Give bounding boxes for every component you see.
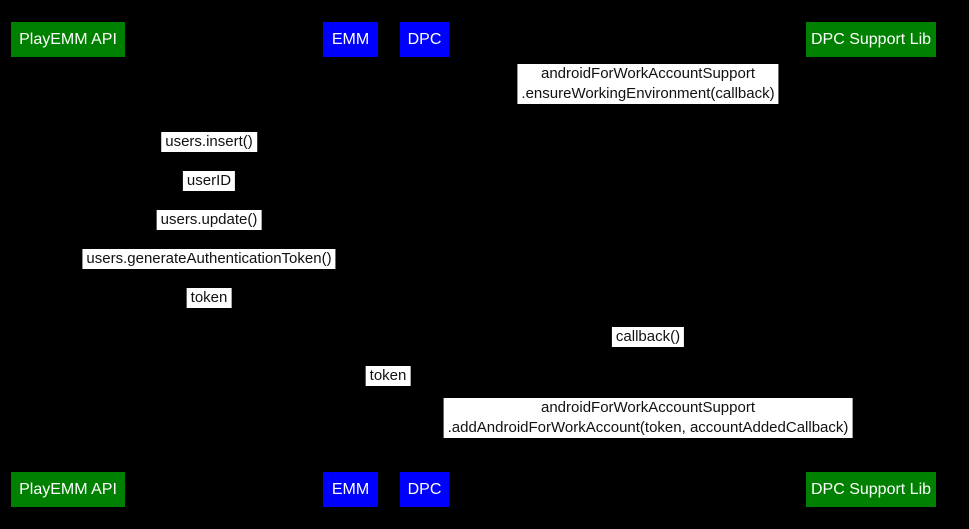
message-token-to-dpc: token <box>365 366 411 386</box>
actor-playemm-api-top: PlayEMM API <box>11 22 125 57</box>
message-callback: callback() <box>611 327 685 347</box>
actor-emm-bottom: EMM <box>323 472 378 507</box>
message-add-android-for-work-account: androidForWorkAccountSupport .addAndroid… <box>443 398 853 438</box>
actor-dpc-bottom: DPC <box>400 472 449 507</box>
message-line-1: androidForWorkAccountSupport <box>540 65 755 82</box>
message-token-to-emm: token <box>186 288 232 308</box>
message-user-id: userID <box>182 171 236 191</box>
message-generate-authentication-token: users.generateAuthenticationToken() <box>82 249 336 269</box>
actor-dpc-support-lib-bottom: DPC Support Lib <box>806 472 936 507</box>
message-line-2: .addAndroidForWorkAccount(token, account… <box>447 419 849 436</box>
actor-dpc-top: DPC <box>400 22 449 57</box>
message-ensure-working-environment: androidForWorkAccountSupport .ensureWork… <box>517 64 779 104</box>
actor-playemm-api-bottom: PlayEMM API <box>11 472 125 507</box>
message-line-1: androidForWorkAccountSupport <box>541 399 755 416</box>
actor-emm-top: EMM <box>323 22 378 57</box>
message-line-2: .ensureWorkingEnvironment(callback) <box>521 85 775 102</box>
actor-dpc-support-lib-top: DPC Support Lib <box>806 22 936 57</box>
message-users-update: users.update() <box>156 210 262 230</box>
message-users-insert: users.insert() <box>161 132 257 152</box>
